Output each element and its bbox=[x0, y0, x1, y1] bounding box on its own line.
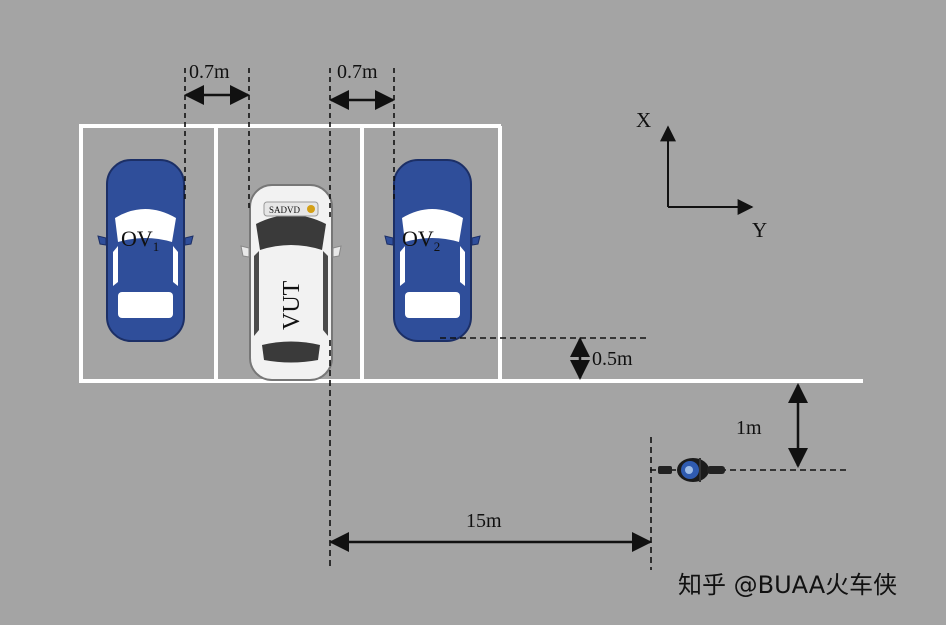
ov1-car: OV1 bbox=[97, 159, 194, 342]
ov2-car: OV2 bbox=[384, 159, 481, 342]
dim-gap-left bbox=[184, 68, 250, 210]
axes bbox=[660, 125, 754, 215]
y-axis-label: Y bbox=[752, 218, 767, 242]
vut-car: SADVD VUT bbox=[240, 184, 342, 381]
dim-gap-right-label: 0.7m bbox=[337, 61, 378, 83]
dim-longitudinal-label: 15m bbox=[466, 510, 502, 532]
parking-slots bbox=[79, 124, 863, 383]
vut-label: VUT bbox=[279, 280, 305, 330]
motorcycle-icon bbox=[658, 458, 725, 482]
ov2-label: OV2 bbox=[402, 226, 440, 254]
dim-gap-left-label: 0.7m bbox=[189, 61, 230, 83]
x-axis-label: X bbox=[636, 108, 651, 132]
dim-rear-offset-label: 0.5m bbox=[592, 348, 633, 370]
dim-lateral-offset-label: 1m bbox=[736, 417, 762, 439]
watermark: 知乎 @BUAA火车侠 bbox=[678, 571, 897, 599]
vut-badge-text: SADVD bbox=[269, 205, 301, 215]
ov1-label: OV1 bbox=[121, 226, 159, 254]
dim-gap-right bbox=[329, 68, 395, 220]
vut-badge-logo bbox=[307, 205, 315, 213]
dim-rear-offset bbox=[440, 337, 648, 380]
